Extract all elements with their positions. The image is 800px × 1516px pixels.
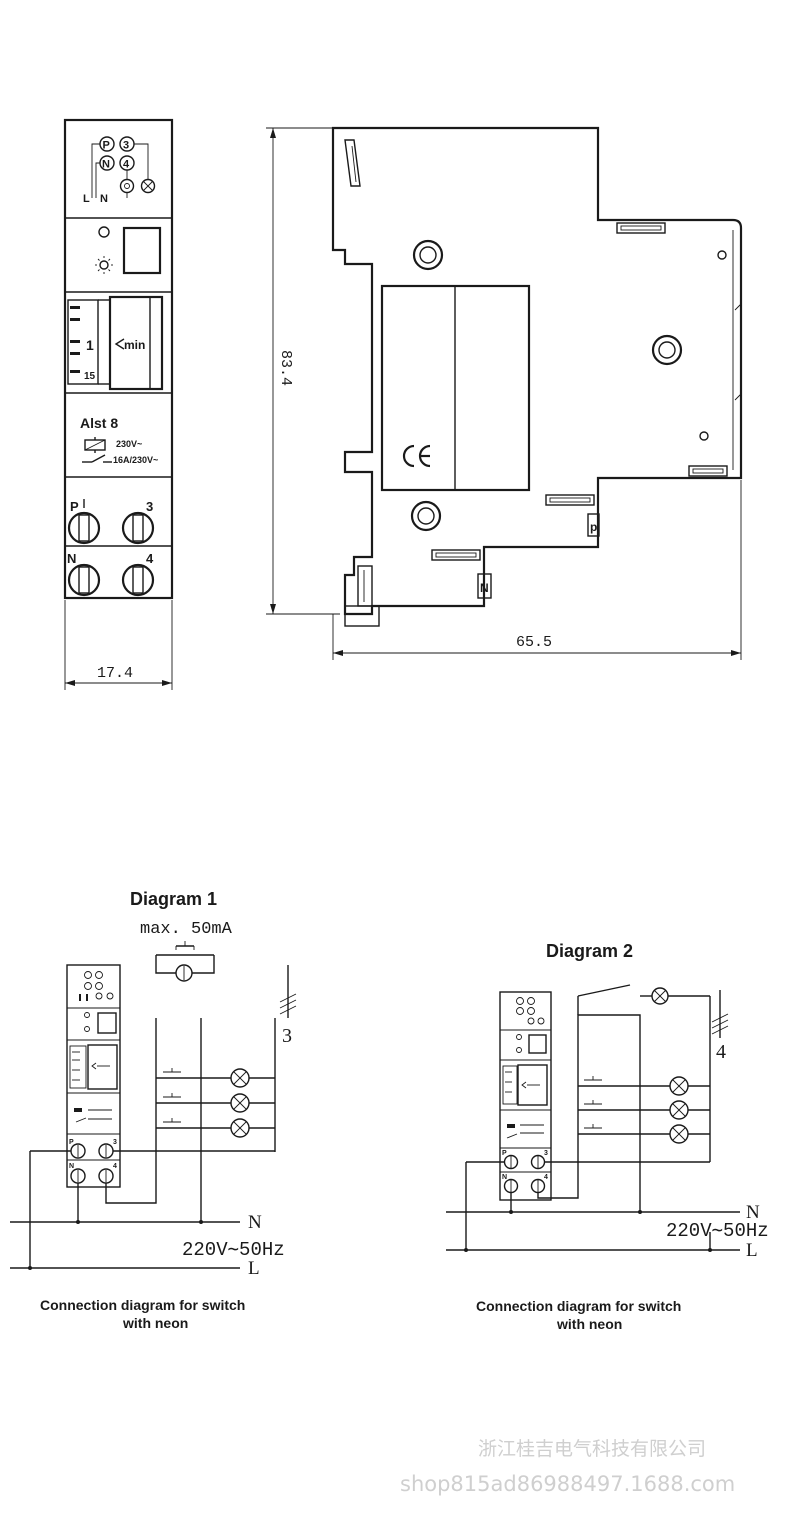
diagram1-title: Diagram 1	[130, 889, 217, 909]
diagram1-device-3: 3	[113, 1139, 117, 1146]
relay-symbol	[82, 437, 112, 463]
width-dimension: 17.4	[64, 600, 173, 690]
light-icon	[95, 256, 113, 274]
knob-unit-label: min	[124, 338, 145, 352]
diagram1-line-label: L	[248, 1258, 260, 1279]
push-button	[122, 226, 162, 275]
diagram2-title: Diagram 2	[546, 941, 633, 961]
diagram2-supply: 220V∼50Hz	[666, 1220, 769, 1242]
symbol-l-label: L	[83, 193, 90, 205]
diagram1-caption-line1: Connection diagram for switch	[40, 1297, 245, 1313]
diagram2-switch-rows	[578, 1076, 710, 1144]
watermark-shop: shop815ad86988497.1688.com	[400, 1472, 735, 1496]
diagram2-device: P 3 N 4	[499, 991, 552, 1201]
timer-knob: 1 15 min	[67, 295, 164, 391]
diagram1-neon-button	[155, 941, 215, 982]
diagram1-lamp-1	[230, 1068, 250, 1088]
scale-mark-1: 1	[86, 337, 94, 353]
device-front-view: P 3 N 4 L N	[63, 118, 174, 600]
diagram2-device-3: 3	[544, 1150, 548, 1157]
diagram1-device-p: P	[69, 1139, 74, 1146]
diagram2-phase-count: 4	[716, 1041, 726, 1063]
diagram2-device-n: N	[502, 1174, 507, 1181]
diagram1-switch-rows	[156, 1068, 275, 1138]
diagram2-lamp-2	[669, 1100, 689, 1120]
device-side-view: p N	[331, 126, 743, 627]
diagram2-caption-line2: with neon	[556, 1316, 622, 1332]
diagram1-neutral-label: N	[248, 1212, 262, 1233]
diagram2-neutral-label: N	[746, 1202, 760, 1223]
height-value: 83.4	[277, 350, 294, 386]
symbol-n-label: N	[102, 159, 110, 171]
model-label: Alst 8	[80, 415, 118, 431]
depth-value: 65.5	[516, 634, 552, 651]
diagram1-device-n: N	[69, 1163, 74, 1170]
terminal-3-label: 3	[146, 499, 153, 514]
diagram2-device-p: P	[502, 1150, 507, 1157]
depth-dimension: 65.5	[332, 480, 742, 660]
diagram2-top-lamp	[651, 987, 669, 1005]
side-terminal-p: p	[590, 520, 597, 534]
indicator-led	[98, 226, 110, 238]
diagram1-caption-line2: with neon	[122, 1315, 188, 1331]
terminal-p-label: P	[70, 499, 79, 514]
width-value: 17.4	[97, 665, 133, 682]
screw-terminal-4	[121, 563, 155, 597]
symbol-p-label: P	[103, 140, 110, 152]
diagram2-caption-line1: Connection diagram for switch	[476, 1298, 681, 1314]
terminal-n-label: N	[67, 551, 76, 566]
diagram1-device: P 3 N 4	[66, 964, 121, 1188]
screw-terminal-p	[67, 511, 101, 545]
contact-rating: 16A/230V~	[113, 455, 158, 465]
ce-mark-icon	[402, 444, 431, 468]
wiring-symbol: P 3 N 4 L N	[83, 136, 156, 205]
scale-mark-15: 15	[84, 371, 96, 382]
diagram2-device-4: 4	[544, 1174, 548, 1181]
coil-rating: 230V~	[116, 439, 142, 449]
diagram1-supply: 220V∼50Hz	[182, 1239, 285, 1261]
diagram2-lamp-1	[669, 1076, 689, 1096]
symbol-3-label: 3	[123, 140, 129, 152]
diagram-1: Diagram 1 max. 50mA	[10, 889, 297, 1331]
diagram1-device-4: 4	[113, 1163, 117, 1170]
diagram2-top-switch	[577, 984, 710, 1065]
lamp-icon	[140, 178, 156, 194]
diagram1-max-current: max. 50mA	[140, 920, 233, 939]
terminal-4-label: 4	[146, 551, 154, 566]
screw-terminal-3	[121, 511, 155, 545]
side-terminal-n: N	[480, 581, 489, 595]
diagram-2: Diagram 2	[446, 941, 769, 1332]
screw-terminal-n	[67, 563, 101, 597]
diagram2-line-label: L	[746, 1240, 758, 1261]
height-dimension: 83.4	[266, 127, 340, 615]
diagram1-phase-count: 3	[282, 1025, 292, 1047]
diagram2-lamp-3	[669, 1124, 689, 1144]
neon-icon	[119, 178, 135, 194]
symbol-4-label: 4	[123, 159, 130, 171]
watermark-company: 浙江桂吉电气科技有限公司	[478, 1438, 706, 1460]
diagram1-lamp-3	[230, 1118, 250, 1138]
diagram1-lamp-2	[230, 1093, 250, 1113]
symbol-n2-label: N	[100, 193, 108, 205]
